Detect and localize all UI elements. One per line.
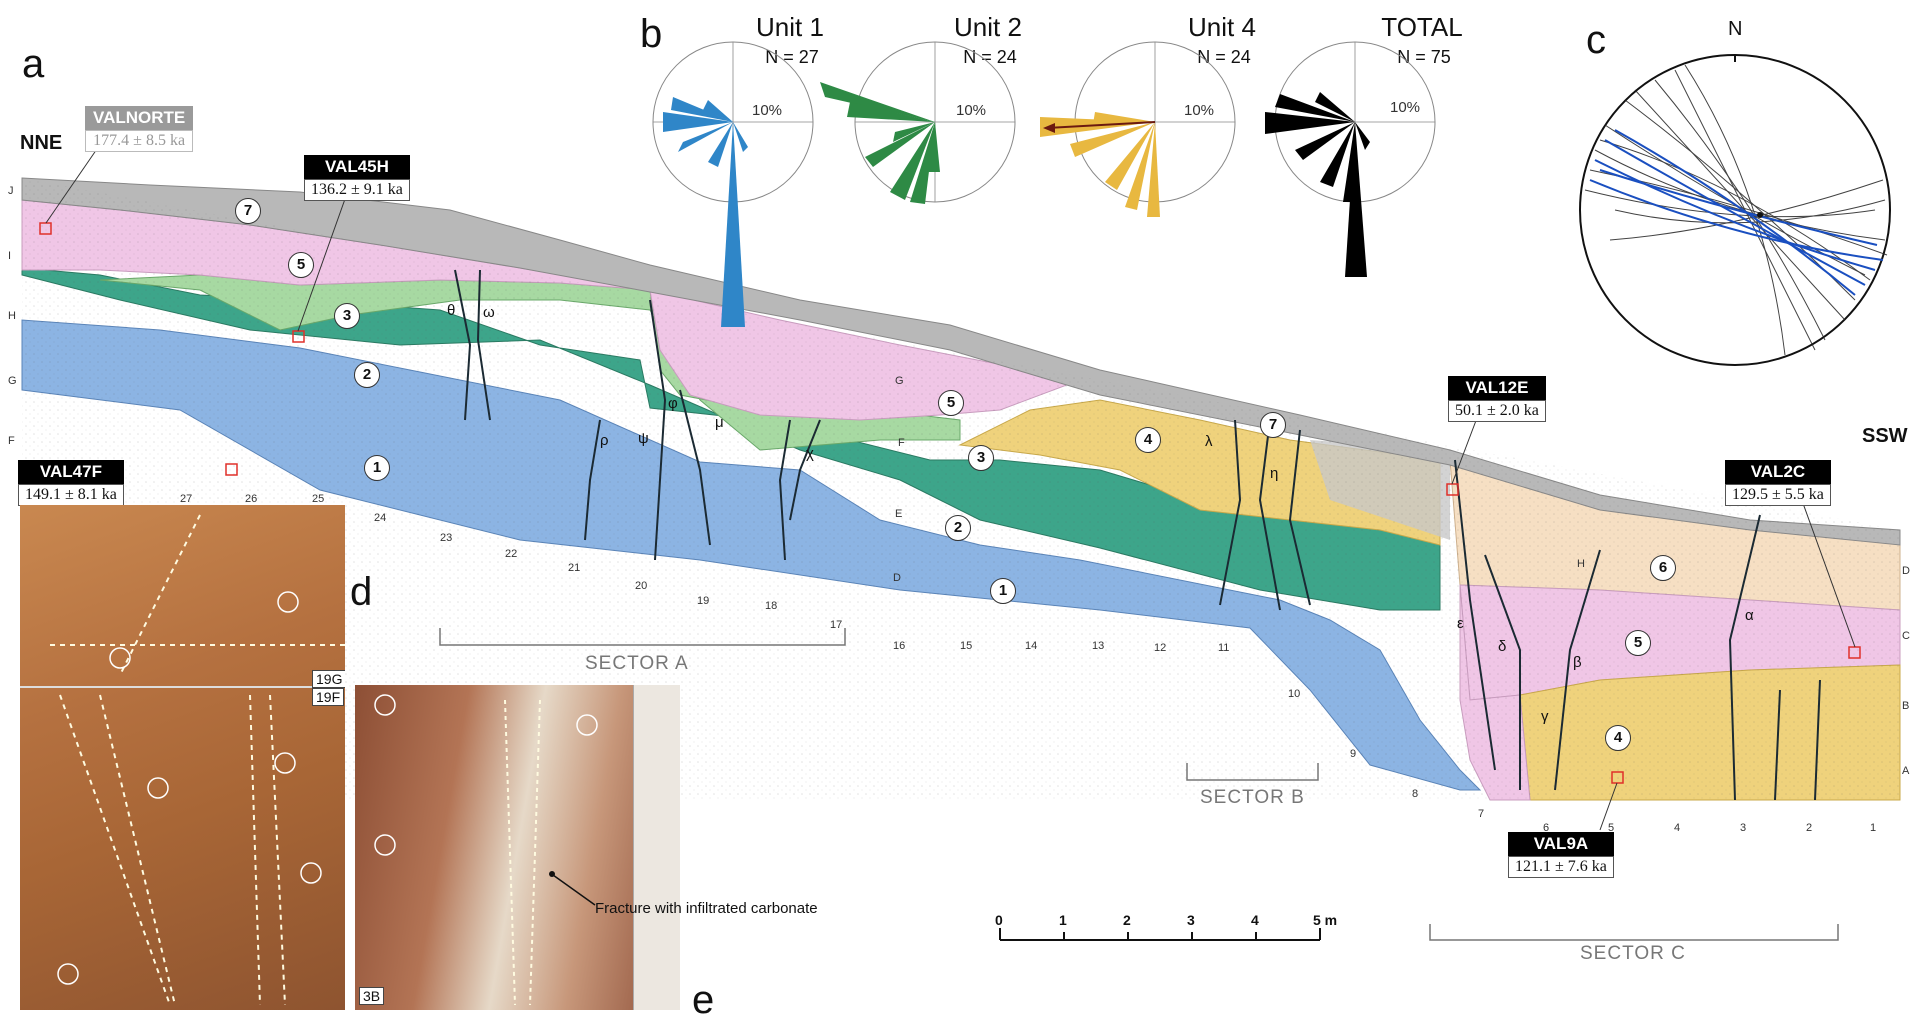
grid-column-21: 21: [568, 562, 580, 574]
grid-row-f: F: [8, 435, 15, 447]
grid-column-2: 2: [1806, 822, 1812, 834]
grid-column-27: 27: [180, 493, 192, 505]
grid-column-8: 8: [1412, 788, 1418, 800]
sector-a-label: SECTOR A: [585, 653, 689, 675]
scale-tick-0: 0: [995, 912, 1003, 928]
scale-bar: [1000, 928, 1320, 940]
inner-letter-e: E: [895, 508, 902, 520]
sample-name: VAL47F: [18, 460, 124, 484]
unit-label-3-middle: 3: [968, 445, 994, 471]
fracture-label-eta: η: [1270, 465, 1278, 482]
sample-age: 149.1 ± 8.1 ka: [18, 484, 124, 506]
grid-row-g: G: [8, 375, 17, 387]
sample-age: 121.1 ± 7.6 ka: [1508, 856, 1614, 878]
grid-column-7: 7: [1478, 808, 1484, 820]
sample-label-val47f: VAL47F 149.1 ± 8.1 ka: [18, 460, 124, 506]
inner-letter-f: F: [898, 437, 905, 449]
sector-c-bracket: [1430, 924, 1838, 940]
scale-tick-3: 3: [1187, 912, 1195, 928]
grid-column-14: 14: [1025, 640, 1037, 652]
sample-label-val2c: VAL2C 129.5 ± 5.5 ka: [1725, 460, 1831, 506]
fracture-label-rho: ρ: [600, 432, 609, 449]
sample-label-val9a: VAL9A 121.1 ± 7.6 ka: [1508, 832, 1614, 878]
sample-name: VAL2C: [1725, 460, 1831, 484]
sample-age: 50.1 ± 2.0 ka: [1448, 400, 1546, 422]
grid-column-22: 22: [505, 548, 517, 560]
grid-column-13: 13: [1092, 640, 1104, 652]
fracture-label-delta: δ: [1498, 638, 1506, 655]
fracture-label-beta: β: [1573, 654, 1582, 671]
fracture-label-alpha: α: [1745, 607, 1754, 624]
grid-row-b-right: B: [1902, 700, 1909, 712]
stereonet: [1565, 40, 1905, 380]
unit-label-2: 2: [354, 362, 380, 388]
grid-row-c-right: C: [1902, 630, 1910, 642]
grid-column-16: 16: [893, 640, 905, 652]
fracture-label-phi: φ: [668, 395, 678, 412]
scale-tick-5m: 5 m: [1313, 912, 1337, 928]
grid-column-9: 9: [1350, 748, 1356, 760]
rose-total: [1265, 42, 1435, 277]
unit-label-5-middle: 5: [938, 390, 964, 416]
grid-column-25: 25: [312, 493, 324, 505]
photo-panel-d: 19G 19F: [20, 505, 345, 1010]
photo-tag-3b: 3B: [359, 987, 384, 1005]
unit-label-5-right: 5: [1625, 630, 1651, 656]
scale-tick-4: 4: [1251, 912, 1259, 928]
grid-column-15: 15: [960, 640, 972, 652]
grid-column-23: 23: [440, 532, 452, 544]
grid-column-10: 10: [1288, 688, 1300, 700]
fracture-label-mu: μ: [715, 414, 724, 431]
sample-label-val12e: VAL12E 50.1 ± 2.0 ka: [1448, 376, 1546, 422]
unit-label-6-right: 6: [1650, 555, 1676, 581]
sample-name: VAL9A: [1508, 832, 1614, 856]
scale-tick-2: 2: [1123, 912, 1131, 928]
unit-label-4-middle: 4: [1135, 427, 1161, 453]
fracture-label-gamma: γ: [1541, 708, 1549, 725]
scale-tick-1: 1: [1059, 912, 1067, 928]
grid-column-19: 19: [697, 595, 709, 607]
photo-panel-e: 3B: [355, 685, 680, 1010]
fracture-label-psi: ψ: [638, 430, 649, 447]
grid-column-20: 20: [635, 580, 647, 592]
grid-column-11: 11: [1218, 642, 1229, 654]
grid-row-a-right: A: [1902, 765, 1909, 777]
inner-letter-g: G: [895, 375, 904, 387]
photo-tag-19f: 19F: [312, 688, 344, 706]
rose-unit4: [1040, 42, 1235, 217]
rose-unit2: [820, 42, 1015, 204]
fracture-label-epsilon: ε: [1457, 615, 1464, 632]
sector-b-label: SECTOR B: [1200, 787, 1305, 809]
sample-age: 129.5 ± 5.5 ka: [1725, 484, 1831, 506]
unit-label-4-right: 4: [1605, 725, 1631, 751]
photo-tag-19g: 19G: [312, 670, 345, 688]
stereonet-north-label: N: [1728, 18, 1742, 41]
sample-name: VAL12E: [1448, 376, 1546, 400]
grid-column-4: 4: [1674, 822, 1680, 834]
inner-letter-d: D: [893, 572, 901, 584]
grid-column-18: 18: [765, 600, 777, 612]
unit-label-2-middle: 2: [945, 515, 971, 541]
fracture-note: Fracture with infiltrated carbonate: [595, 900, 818, 917]
fracture-label-chi: χ: [806, 445, 814, 462]
rose-unit1: [653, 42, 813, 327]
grid-column-17: 17: [830, 619, 842, 631]
grid-column-1: 1: [1870, 822, 1876, 834]
unit-label-7-middle: 7: [1260, 412, 1286, 438]
sector-c-label: SECTOR C: [1580, 943, 1686, 965]
grid-column-3: 3: [1740, 822, 1746, 834]
unit-label-1-middle: 1: [990, 578, 1016, 604]
fracture-label-lambda: λ: [1205, 433, 1213, 450]
grid-row-d-right: D: [1902, 565, 1910, 577]
grid-column-12: 12: [1154, 642, 1166, 654]
unit-label-1: 1: [364, 455, 390, 481]
inner-letter-h: H: [1577, 558, 1585, 570]
grid-column-26: 26: [245, 493, 257, 505]
grid-column-24: 24: [374, 512, 386, 524]
